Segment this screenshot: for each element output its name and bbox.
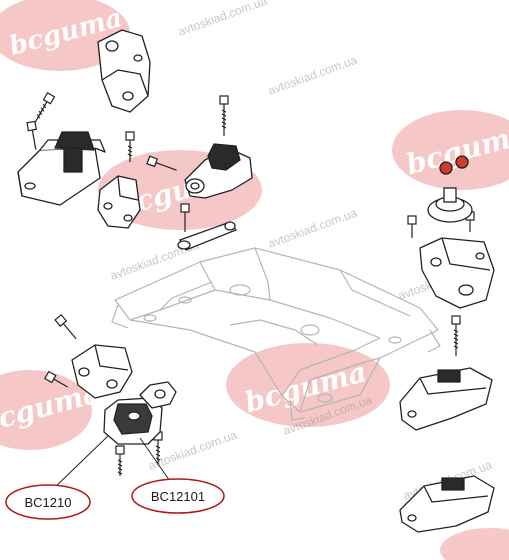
bolt [43, 370, 68, 388]
bolt [115, 445, 125, 476]
bolt [26, 120, 37, 150]
bolt [146, 155, 177, 171]
watermark-logo-right: bcguma [392, 110, 509, 190]
right-engine-mount-bracket [419, 237, 495, 309]
callout-bc12101: BC12101 [131, 478, 225, 514]
bolt [34, 91, 56, 123]
part-label-bc12101: BC12101 [151, 489, 205, 504]
center-left-bracket [97, 175, 141, 229]
link-bar [177, 221, 238, 251]
bolt [451, 315, 461, 356]
callout-bc1210: BC1210 [5, 484, 91, 520]
engine-mount-bc1210 [103, 397, 163, 445]
watermark-site-text: avtoskiad.com.ua [176, 0, 269, 39]
torque-link-bc12101 [139, 381, 177, 409]
watermark-site-text: avtoskiad.com.ua [266, 53, 359, 98]
left-engine-mount-upper [17, 131, 106, 206]
right-strut-top-mount [427, 155, 473, 223]
bolt [54, 313, 77, 340]
bolt [407, 215, 417, 238]
right-lower-mount-2 [399, 475, 495, 533]
callout-leader-lines [51, 435, 173, 491]
part-label-bc1210: BC1210 [25, 495, 72, 510]
bolt-group [26, 91, 475, 476]
bolt [180, 203, 190, 232]
subframe-crossmember [111, 247, 441, 421]
left-lower-bracket [71, 344, 133, 399]
right-lower-mount-1 [399, 367, 493, 431]
watermark-logo-bottom-right [440, 528, 509, 560]
upper-engine-bracket [97, 29, 151, 113]
bolt [125, 131, 135, 162]
watermark-site-text: avtoskiad.com.ua [266, 206, 359, 251]
torque-rod-upper [184, 143, 253, 199]
bolt [219, 95, 229, 136]
